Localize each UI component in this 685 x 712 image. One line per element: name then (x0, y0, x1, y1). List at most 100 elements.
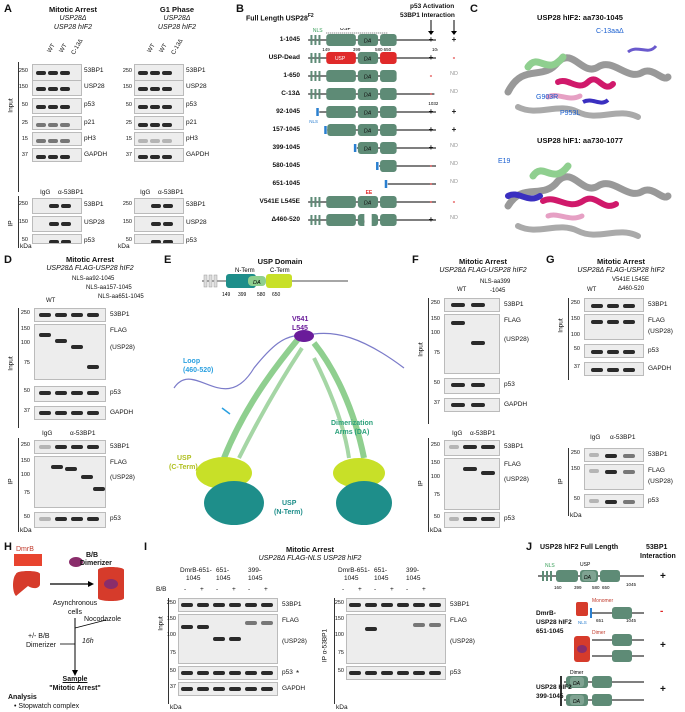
d-ip-blot-1-band (93, 487, 105, 491)
e-uspn-2: (N-Term) (274, 509, 303, 516)
svg-text:Dimer: Dimer (570, 670, 584, 676)
i-ip-label-1: FLAG (450, 617, 467, 624)
i-ip-group-1b: 1045 (344, 575, 359, 582)
a-right-ip-0 (134, 198, 184, 214)
b-interaction-10: ND (450, 215, 458, 221)
b-construct-name-5: 157-1045 (272, 126, 300, 133)
g-lane-wt: WT (587, 287, 597, 293)
f-ip-53bp1: α-53BP1 (470, 430, 496, 437)
svg-text:EE: EE (366, 190, 373, 196)
a-lane-r3: C-13Δ (170, 38, 185, 56)
i-input-label-0: 53BP1 (282, 601, 302, 608)
d-input-blot-3 (34, 406, 106, 420)
d-ip-mw-3: 75 (23, 490, 30, 496)
f-ip-mw-1: 150 (430, 460, 440, 466)
svg-text:Monomer: Monomer (592, 598, 613, 604)
a-left-ip-2 (32, 234, 82, 244)
g-ip-53bp1: α-53BP1 (610, 434, 636, 441)
i-bb: B/B (156, 586, 167, 593)
svg-text:USP: USP (580, 562, 591, 568)
i-ip-blot-1-band (413, 623, 425, 627)
d-ip-mw-0: 250 (20, 442, 30, 448)
d-ip-blot-2-band (71, 517, 83, 521)
d-input-label: Input (7, 356, 15, 371)
i-input-blot-2-band (245, 671, 257, 675)
g-input-mw-3: 50 (573, 346, 580, 352)
d-input-label-1: FLAG (110, 327, 127, 334)
g-input-blot-1-band (591, 320, 603, 324)
j-row3-1: USP28 hIF2 (536, 684, 572, 691)
i-ip-blot-0-band (429, 603, 441, 607)
a-right-input-2-band (150, 105, 160, 109)
g-ip-blot-2 (584, 494, 644, 508)
a-right-title: G1 Phase (159, 5, 195, 14)
a-left-label-3: p21 (84, 119, 95, 126)
d-ip-blot-2-band (55, 517, 67, 521)
c-structure-hif1 (504, 162, 672, 239)
e-loop: Loop (183, 358, 201, 365)
b-construct-name-3: C-13Δ (281, 90, 300, 97)
g-input-blot-3-band (623, 368, 635, 372)
i-ip-blot-2-band (429, 671, 441, 675)
d-lane-157: NLS-aa157-1045 (86, 285, 132, 291)
a-right-input-4 (134, 132, 184, 146)
g-input-mw-2: 100 (570, 332, 580, 338)
i-input-blot-0-band (181, 603, 193, 607)
i-ip-blot-2-band (365, 671, 377, 675)
svg-text:Dimer: Dimer (592, 630, 606, 636)
a-left-input-5-band (36, 155, 46, 159)
a-right-input-5-band (150, 155, 160, 159)
d-input-blot-1-band (87, 365, 99, 369)
a-right-mw-2: 50 (125, 102, 132, 108)
panel-label-a: A (4, 3, 12, 15)
a-right-input-1-band (138, 87, 148, 91)
d-ip-blot-1-band (81, 475, 93, 479)
d-input-blot-3-band (55, 411, 67, 415)
i-ip-blot-1-band (365, 627, 377, 631)
b-arrows (428, 20, 457, 35)
d-ip-blot-0-band (55, 445, 67, 449)
g-input-blot-0-band (607, 304, 619, 308)
a-right-input-1 (134, 80, 184, 96)
svg-text:1045: 1045 (626, 618, 637, 623)
j-result-2: - (660, 606, 664, 617)
d-input-blot-1-band (39, 333, 51, 337)
i-ip-sign-2: - (374, 586, 377, 593)
i-input-blot-1-band (261, 621, 273, 625)
a-left-ip-2-band (49, 240, 59, 243)
f-input-blot-2-band (471, 383, 485, 387)
d-input-blot-3-band (71, 411, 83, 415)
g-input-label-2: p53 (648, 347, 659, 354)
h-bullet: • Stopwatch complex (14, 703, 80, 710)
svg-text:DA: DA (364, 129, 372, 135)
i-ip-label-0: 53BP1 (450, 601, 470, 608)
a-right-input-4-band (138, 139, 148, 143)
a-right-input-2-band (162, 105, 172, 109)
d-input-blot-0-band (55, 313, 67, 317)
i-input-blot-2-band (213, 671, 225, 675)
a-left-mw-4: 15 (21, 136, 28, 142)
f-ip-blot-0-band (449, 445, 459, 449)
f-input-label-1: FLAG (504, 317, 521, 324)
a-right-ip-2-band (151, 240, 161, 243)
i-input-blot-2-band (181, 671, 193, 675)
d-input-mw-0: 250 (20, 310, 30, 316)
d-input-blot-2-band (87, 391, 99, 395)
a-left-ip-mw-1: 150 (18, 219, 28, 225)
svg-text:DA: DA (364, 147, 372, 153)
i-input-blot-3-band (213, 687, 225, 691)
d-ip-blot-0 (34, 440, 106, 454)
b-interaction-3: ND (450, 89, 458, 95)
e-uspc-2: (C-Term) (169, 464, 198, 471)
b-activation-6: + (428, 143, 434, 152)
a-left-label-1: USP28 (84, 83, 105, 90)
a-left-input-2 (32, 98, 82, 114)
g-input-label-usp: (USP28) (648, 328, 673, 335)
e-uspc-1: USP (177, 455, 192, 462)
b-header-interaction: 53BP1 Interaction (400, 12, 455, 19)
f-input-blot-0-band (471, 303, 485, 307)
b-activation-10: + (428, 215, 434, 224)
svg-text:DA: DA (253, 280, 261, 286)
i-sign-4: - (248, 586, 251, 593)
a-kda: kDa (20, 243, 32, 250)
